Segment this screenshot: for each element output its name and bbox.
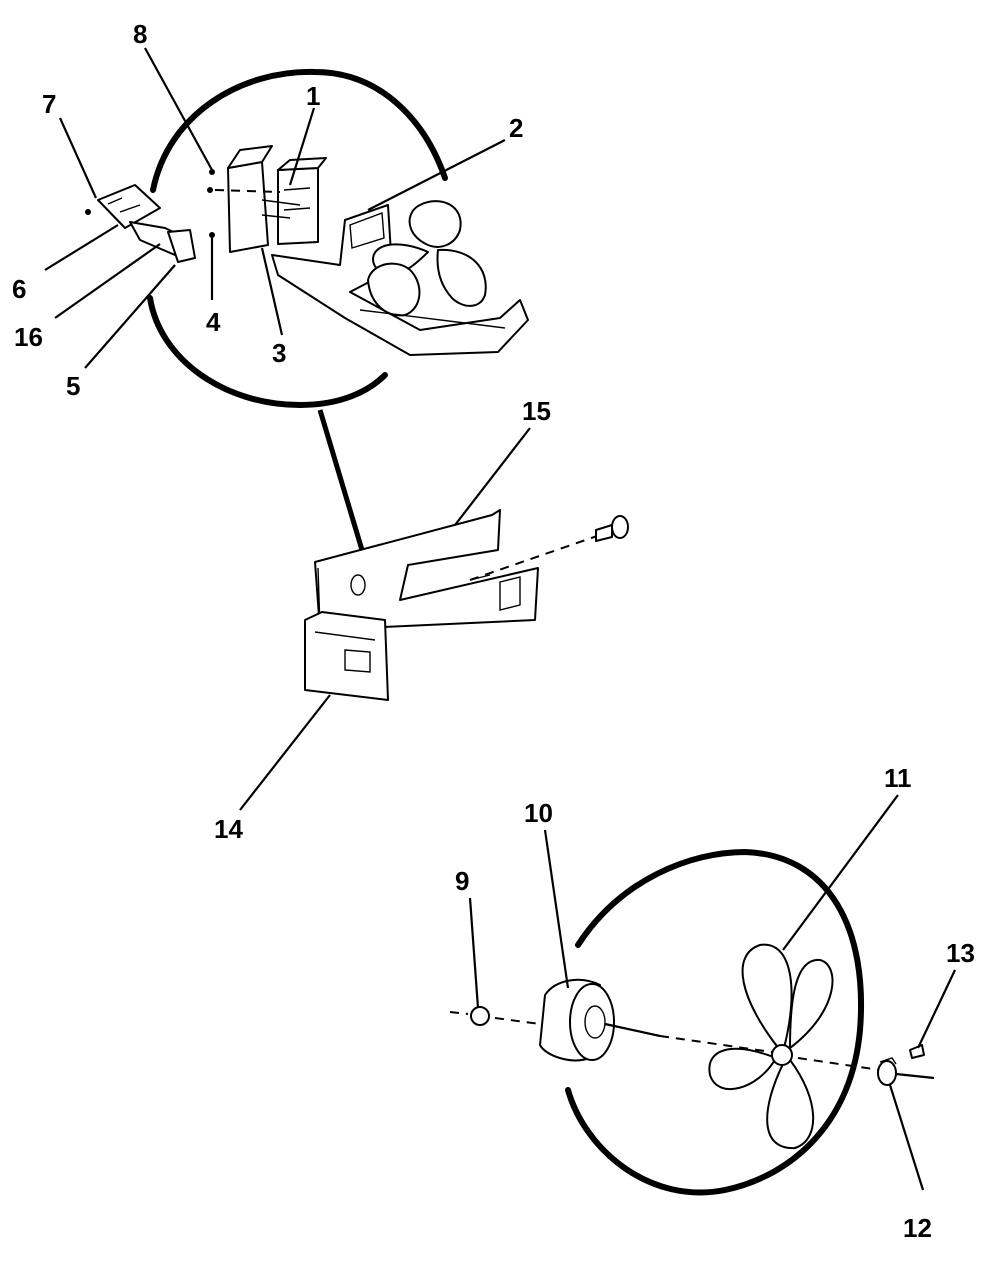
callout-10: 10 [524, 798, 553, 828]
callout-14: 14 [214, 814, 243, 844]
bottom-detail-circle [565, 848, 864, 1196]
part-15-bracket [314, 509, 601, 631]
callout-15: 15 [522, 396, 551, 426]
top-detail-circle [147, 68, 448, 551]
part-13-screw [895, 1044, 935, 1080]
part-11-fan-blade [659, 943, 881, 1150]
callout-7: 7 [42, 89, 56, 119]
part-16-terminal [129, 221, 196, 263]
small-screws-4-8 [207, 169, 281, 238]
part-14-bracket [304, 611, 389, 701]
callout-5: 5 [66, 371, 80, 401]
callout-3: 3 [272, 338, 286, 368]
callout-9: 9 [455, 866, 469, 896]
callout-2: 2 [509, 113, 523, 143]
callout-12: 12 [903, 1213, 932, 1243]
part-12-hub [877, 1057, 897, 1086]
leader-lines [44, 47, 956, 1191]
callout-4: 4 [206, 307, 221, 337]
callout-1: 1 [306, 81, 320, 111]
callout-6: 6 [12, 274, 26, 304]
callout-labels: 1 2 3 4 5 6 7 8 9 10 11 12 13 14 15 16 [12, 19, 975, 1243]
callout-16: 16 [14, 322, 43, 352]
screw-15 [595, 515, 629, 542]
part-7-clip [85, 184, 161, 229]
part-1-switch-housing [277, 157, 327, 245]
callout-11: 11 [884, 763, 912, 793]
callout-13: 13 [946, 938, 975, 968]
part-9-nut [449, 1006, 541, 1026]
callout-8: 8 [133, 19, 147, 49]
part-10-motor [539, 978, 661, 1062]
part-3-mounting-block [227, 145, 301, 253]
part-2-fan-bracket [271, 200, 529, 356]
